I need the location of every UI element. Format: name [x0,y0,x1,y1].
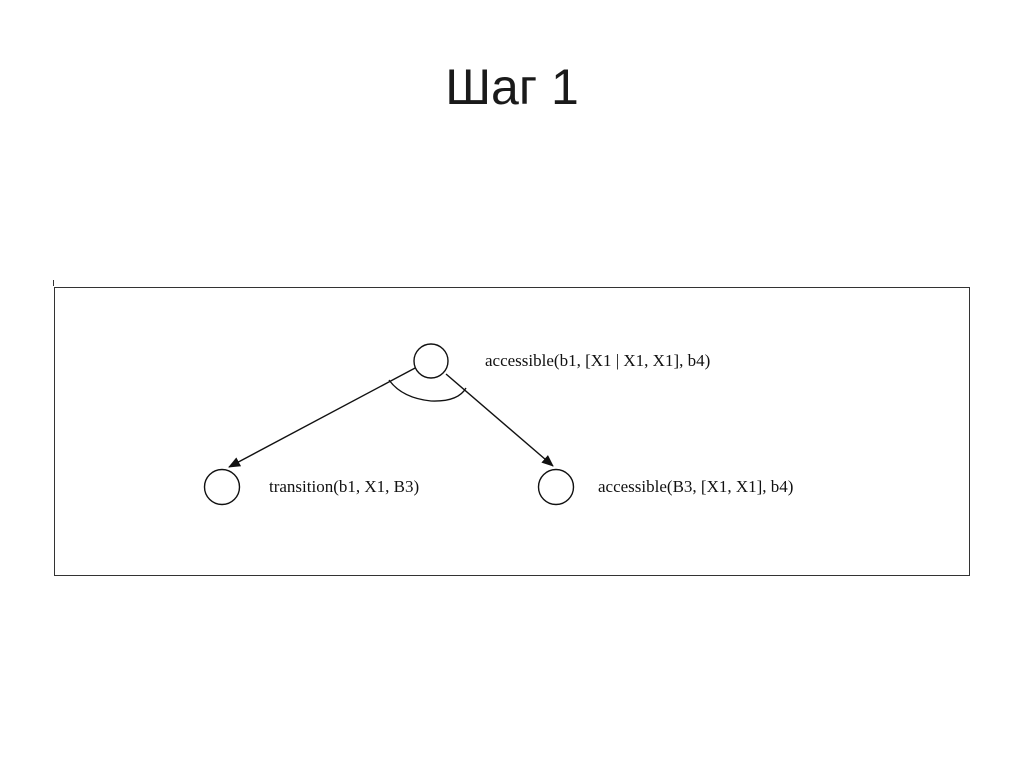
edge-root-to-right [445,373,554,467]
and-arc [388,379,467,402]
node-left-circle [203,468,241,506]
node-right-circle [537,468,575,506]
edge-root-to-left [228,366,418,468]
node-root-label: accessible(b1, [X1 | X1, X1], b4) [485,351,710,370]
node-root-circle [413,343,449,379]
slide-title: Шаг 1 [445,59,579,115]
frame-tick-mark [53,280,54,286]
node-left-label: transition(b1, X1, B3) [269,477,419,496]
node-right-label: accessible(B3, [X1, X1], b4) [598,477,793,496]
